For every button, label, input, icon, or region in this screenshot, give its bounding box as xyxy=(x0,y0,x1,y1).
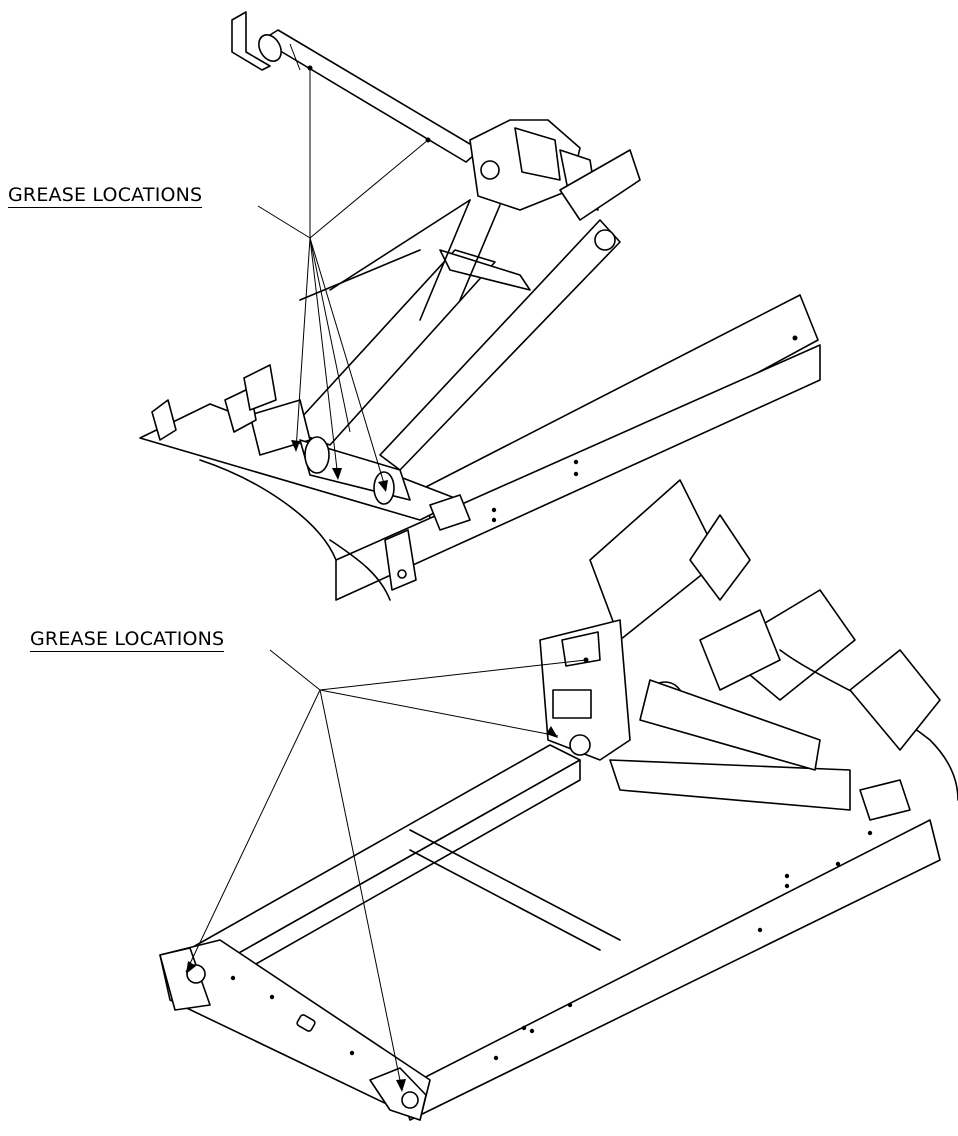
lift-cylinder-right xyxy=(379,219,621,471)
lower-assembly xyxy=(159,479,958,1121)
bottom-callout-leaders xyxy=(185,649,589,1092)
lower-frame-rail xyxy=(335,344,821,601)
pivot-bolt xyxy=(480,160,500,180)
grease-locations-callout-bottom: GREASE LOCATIONS xyxy=(30,628,225,652)
grease-locations-callout-top: GREASE LOCATIONS xyxy=(8,184,203,208)
tube-end-cap xyxy=(258,34,282,62)
cylinder-lower xyxy=(609,759,851,811)
rear-rail xyxy=(559,149,641,221)
cross-tube xyxy=(261,29,481,163)
front-foot-bracket xyxy=(384,529,417,591)
left-end-bracket xyxy=(159,947,211,1011)
lift-cylinder-left xyxy=(289,249,496,446)
upper-assembly xyxy=(139,11,821,601)
left-side-rail xyxy=(169,744,581,976)
rear-right-bracket xyxy=(849,649,941,751)
tube-end-bracket xyxy=(231,11,271,71)
right-side-rail xyxy=(399,819,941,1121)
top-callout-leaders xyxy=(257,65,431,492)
decal-plate xyxy=(552,689,592,719)
